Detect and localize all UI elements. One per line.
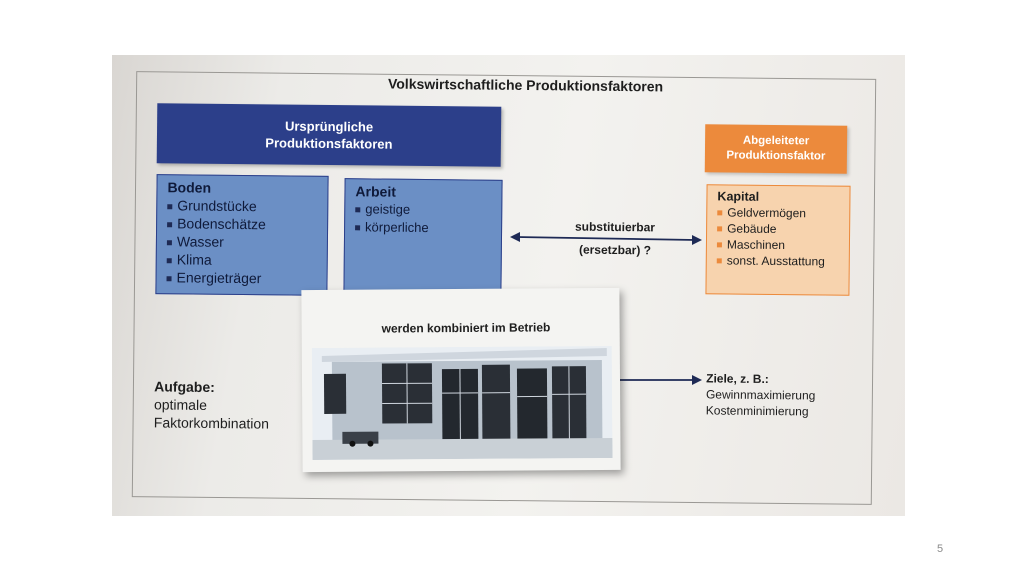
task-line2: Faktorkombination (153, 414, 270, 432)
combination-title: werden kombiniert im Betrieb (381, 320, 551, 336)
textbook-photo: Volkswirtschaftliche Produktionsfaktoren… (112, 55, 905, 516)
arrows-layer (510, 232, 702, 385)
slide-number: 5 (937, 543, 944, 555)
double-arrow-icon (510, 232, 702, 245)
goals-label: Ziele, z. B.: (706, 371, 769, 387)
right-arrow-icon (606, 375, 702, 385)
factory-building-image (311, 345, 613, 461)
substitution-label-1: substituierbar (574, 219, 656, 235)
task-line1: optimale (153, 396, 208, 413)
substitution-label-2: (ersetzbar) ? (578, 242, 652, 258)
goal-item: Kostenminimierung (705, 403, 809, 419)
goals-block: Ziele, z. B.: Gewinnmaximierung Kostenmi… (706, 370, 816, 419)
goal-item: Gewinnmaximierung (705, 387, 816, 403)
task-label: Aufgabe: (154, 378, 215, 396)
combination-panel: werden kombiniert im Betrieb (301, 287, 621, 473)
task-block: Aufgabe: optimale Faktorkombination (154, 377, 270, 432)
